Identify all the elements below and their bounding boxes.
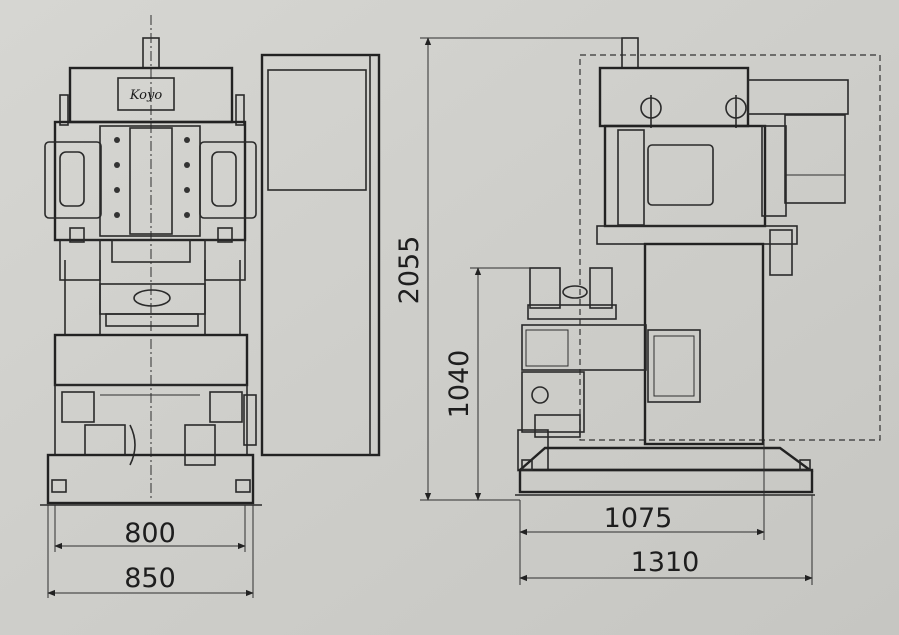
- dim-1075-label: 1075: [604, 503, 673, 534]
- dim-1310-label: 1310: [631, 547, 700, 578]
- logo-text: Koyo: [129, 88, 163, 103]
- side-view: [515, 37, 881, 496]
- dim-1040-label: 1040: [444, 350, 475, 419]
- front-dimensions: 800 850: [47, 505, 254, 598]
- logo-plate: [117, 77, 175, 111]
- front-view: Koyo: [40, 15, 262, 506]
- side-dimensions: 2055 1040 1075 1310: [394, 37, 813, 585]
- dim-2055-label: 2055: [394, 236, 425, 305]
- dim-850-label: 850: [124, 563, 176, 594]
- dim-800-label: 800: [124, 518, 176, 549]
- control-panel-view: [260, 53, 381, 457]
